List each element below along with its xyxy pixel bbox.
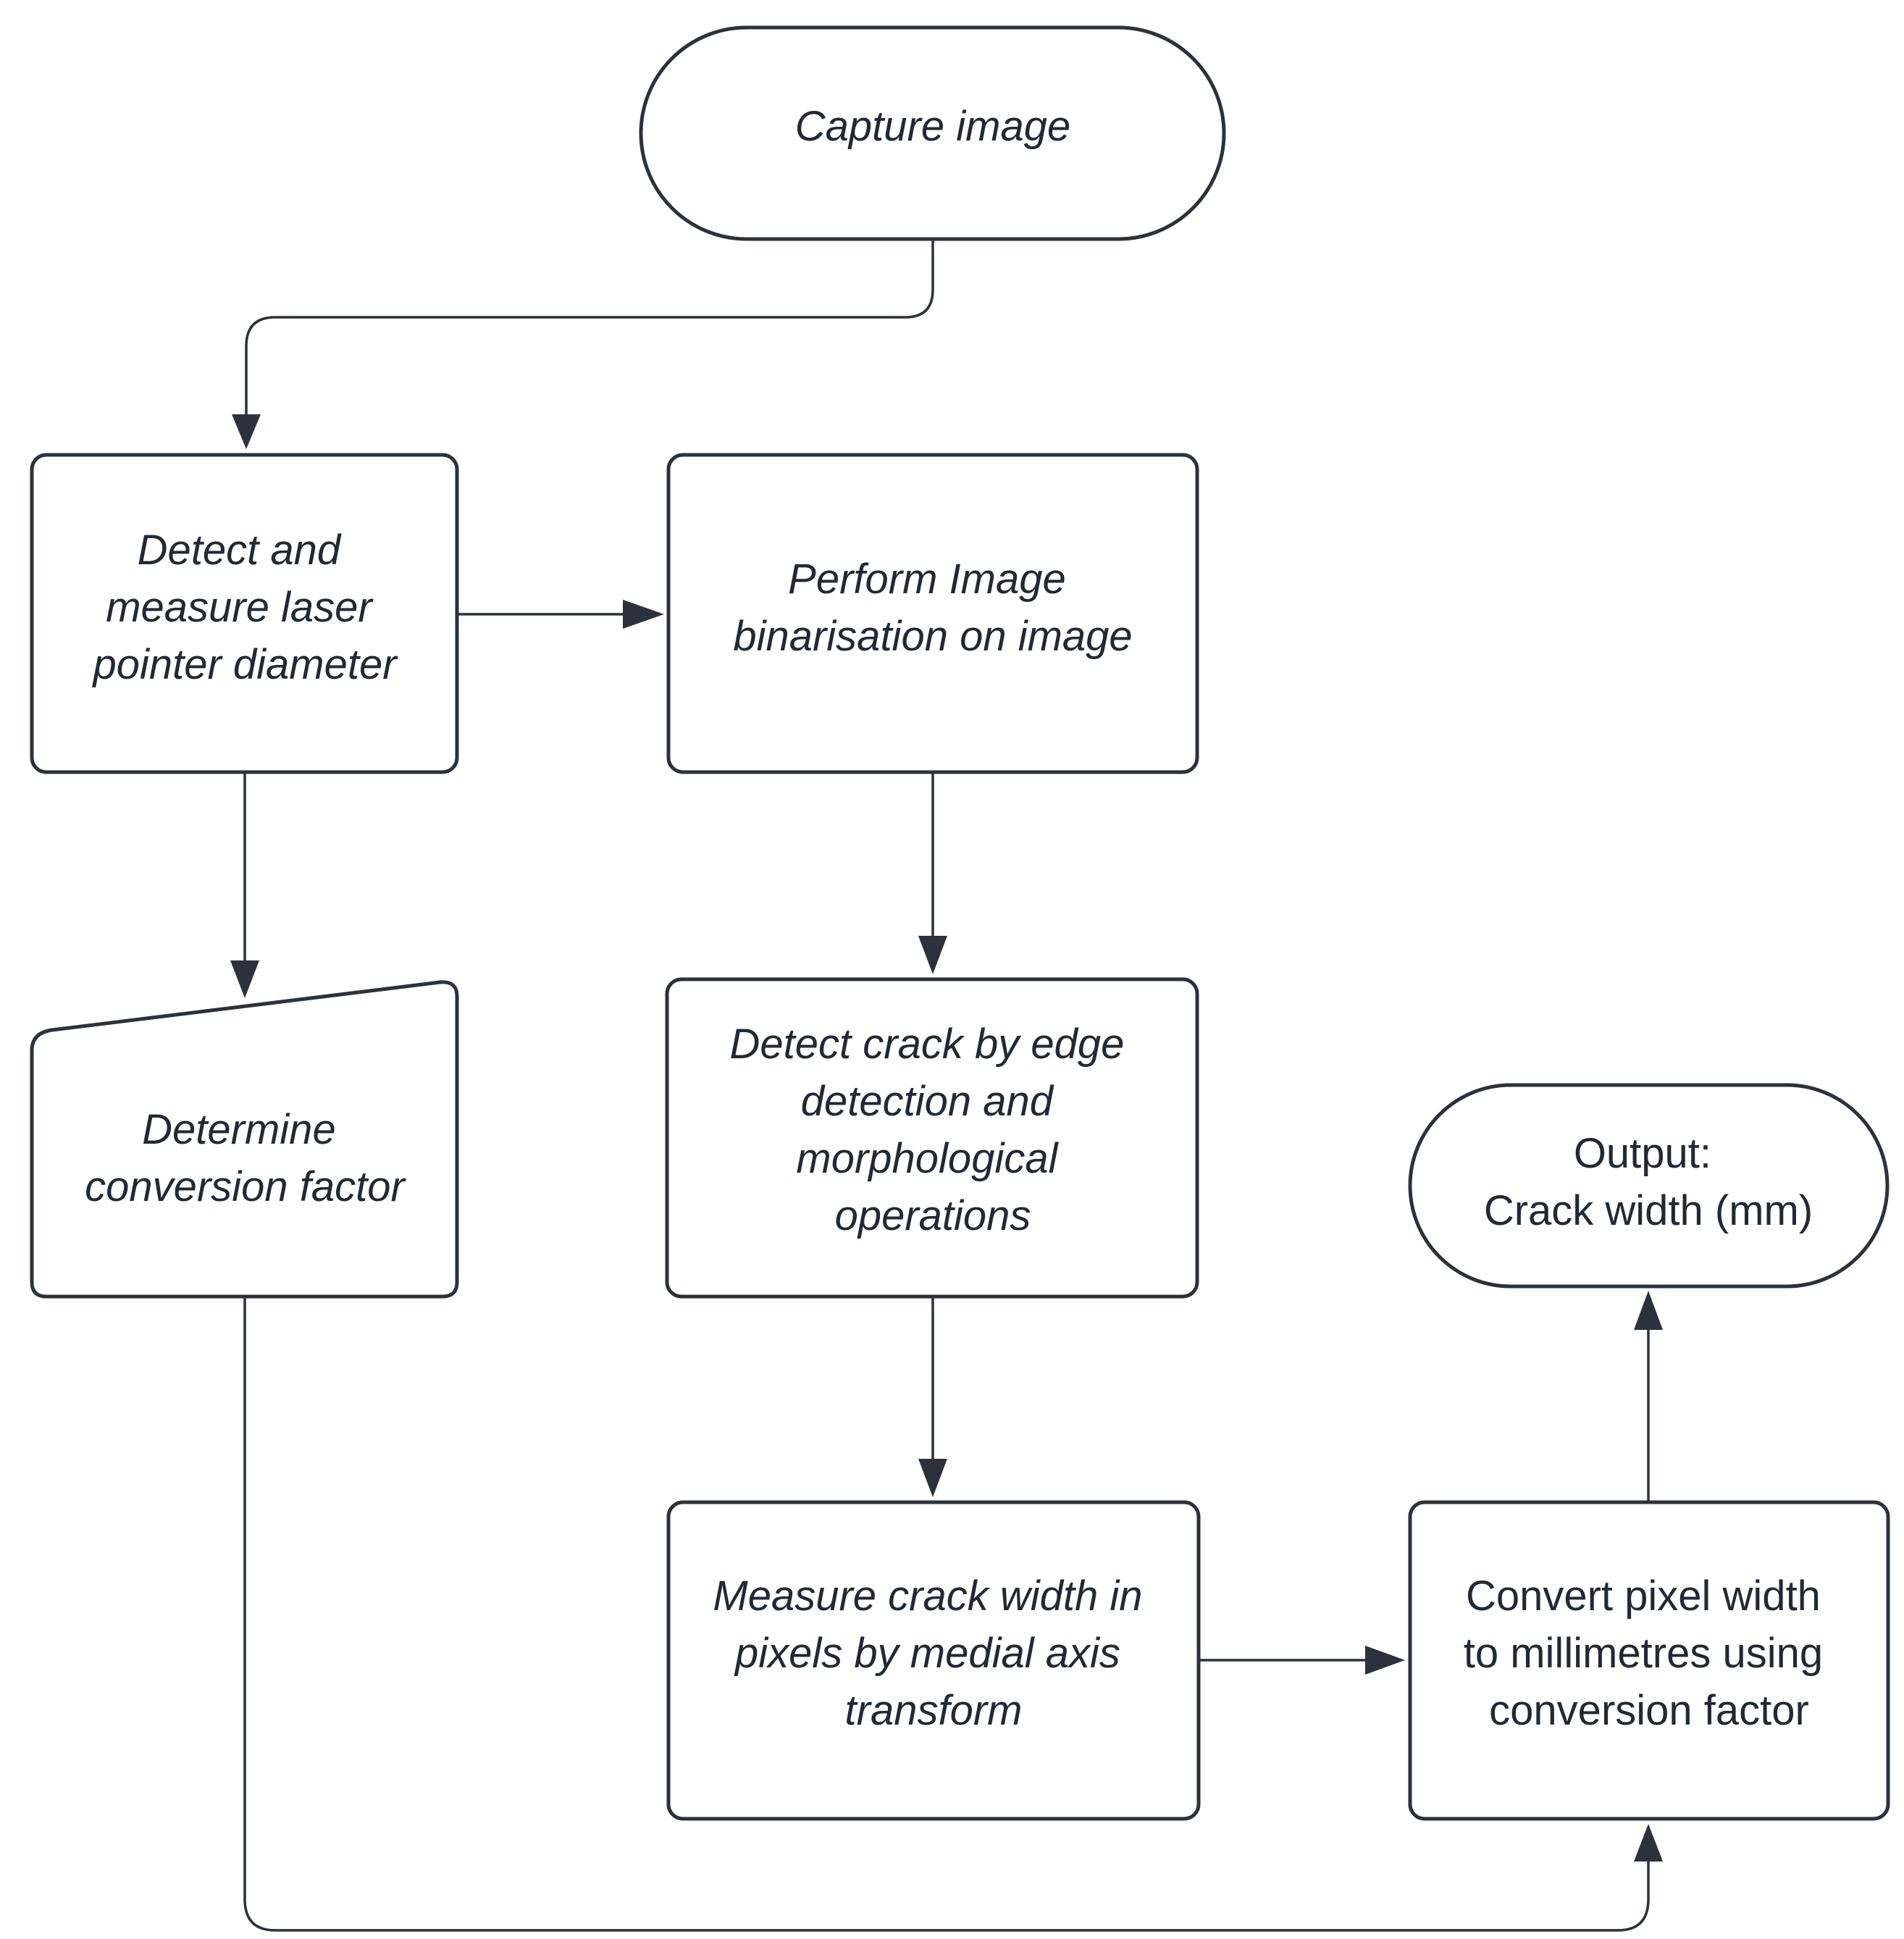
binarisation-label-line: Perform Image — [788, 556, 1066, 603]
detect-laser-label-line: pointer diameter — [91, 641, 398, 688]
edge-conversion-factor-to-convert — [243, 1298, 1650, 1932]
detect-laser-label-line: measure laser — [106, 584, 374, 631]
detect-crack-process-box — [665, 977, 1199, 1299]
conversion-factor-label-line: Determine — [142, 1106, 336, 1153]
convert-label: Convert pixel width to millimetres using… — [1464, 1572, 1835, 1734]
detect-crack-label: Detect crack by edge detection and morph… — [730, 1021, 1136, 1239]
binarisation-label: Perform Image binarisation on image — [733, 556, 1132, 660]
convert-label-line: Convert pixel width — [1466, 1572, 1821, 1620]
convert-label-line: to millimetres using — [1464, 1630, 1823, 1677]
output-label: Output: Crack width (mm) — [1484, 1130, 1813, 1234]
capture-image-label-line: Capture image — [795, 103, 1070, 150]
arrowhead-binarisation-to-detect-crack — [918, 936, 947, 974]
measure-width-label-line: Measure crack width in — [713, 1572, 1142, 1620]
output-label-line: Output: — [1574, 1130, 1711, 1177]
arrowhead-detect-laser-to-conversion-factor — [230, 960, 259, 998]
conversion-factor-manual-input — [30, 980, 459, 1299]
arrowhead-convert-to-output — [1634, 1291, 1663, 1330]
edge-capture-to-detect-laser — [245, 239, 934, 420]
detect-crack-label-line: Detect crack by edge — [730, 1021, 1125, 1068]
detect-crack-label-line: detection and — [801, 1078, 1054, 1125]
arrowhead-detect-crack-to-measure-width — [918, 1459, 947, 1497]
arrowhead-capture-to-detect-laser — [232, 414, 261, 449]
binarisation-label-line: binarisation on image — [733, 613, 1132, 660]
convert-label-line: conversion factor — [1489, 1687, 1809, 1734]
measure-width-process-box — [666, 1500, 1201, 1821]
measure-width-label: Measure crack width in pixels by medial … — [713, 1572, 1154, 1734]
arrowhead-detect-laser-to-binarisation — [623, 600, 664, 629]
detect-crack-label-line: operations — [835, 1192, 1031, 1239]
detect-crack-label-line: morphological — [796, 1135, 1059, 1182]
measure-width-label-line: transform — [845, 1687, 1023, 1734]
output-label-line: Crack width (mm) — [1484, 1187, 1813, 1234]
output-terminator — [1408, 1083, 1890, 1289]
binarisation-process-box — [666, 453, 1199, 774]
conversion-factor-label-line: conversion factor — [85, 1163, 406, 1210]
capture-image-label: Capture image — [795, 103, 1070, 150]
arrowhead-conversion-factor-to-convert — [1634, 1824, 1663, 1861]
measure-width-label-line: pixels by medial axis — [734, 1630, 1120, 1677]
arrowhead-measure-width-to-convert — [1365, 1646, 1405, 1675]
conversion-factor-label: Determine conversion factor — [85, 1106, 406, 1210]
detect-laser-label: Detect and measure laser pointer diamete… — [91, 527, 398, 688]
detect-laser-label-line: Detect and — [138, 527, 342, 574]
convert-process-box — [1408, 1500, 1890, 1821]
detect-laser-process-box — [30, 453, 459, 774]
